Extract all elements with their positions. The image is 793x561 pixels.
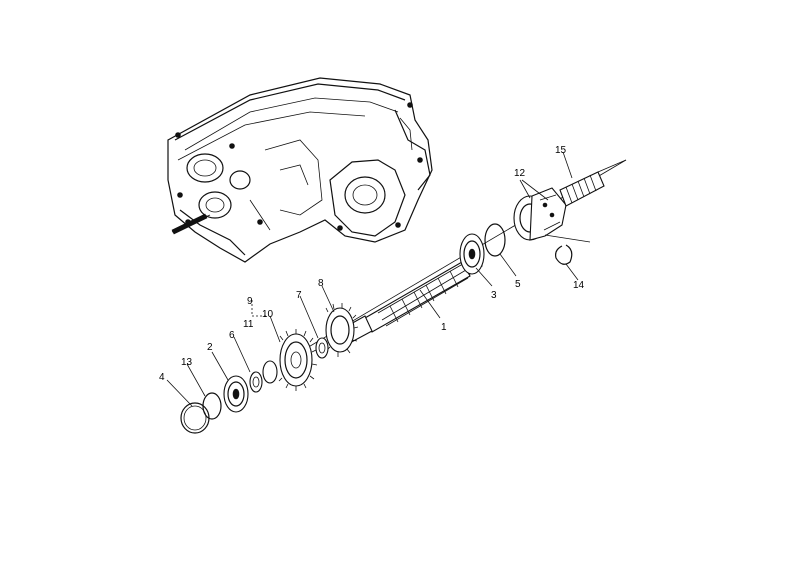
callout-12: 12 [514,168,526,179]
callout-8-upper: 8 [318,278,324,289]
callout-7: 7 [296,290,302,301]
flange-12 [513,187,567,241]
bearing-2 [223,375,249,413]
callout-2: 2 [207,342,213,353]
large-gear [278,329,318,391]
bush-11 [262,360,278,384]
callout-3: 3 [491,290,497,301]
gearbox-housing [167,77,433,263]
callout-14: 14 [573,280,585,291]
callout-4: 4 [159,372,165,383]
snap-ring-4 [180,402,210,434]
gear-6-upper [325,303,359,357]
clip-14 [555,244,573,265]
main-shaft [339,253,483,346]
ring-5 [484,223,506,257]
callout-5: 5 [515,279,521,290]
threaded-end-15 [559,159,627,207]
callout-15: 15 [555,145,567,156]
bearing-3 [459,233,485,275]
collar-7 [315,337,329,359]
washer-8 [249,371,263,393]
callout-9: 9 [247,296,253,307]
callout-1: 1 [441,322,447,333]
callout-6-lower: 6 [229,330,235,341]
callout-10: 10 [262,309,274,320]
leader-lines [166,151,579,407]
callout-labels: 1 2 3 4 5 6 7 8 9 10 11 12 13 14 15 [159,145,585,383]
callout-13: 13 [181,357,193,368]
callout-11: 11 [243,319,254,330]
